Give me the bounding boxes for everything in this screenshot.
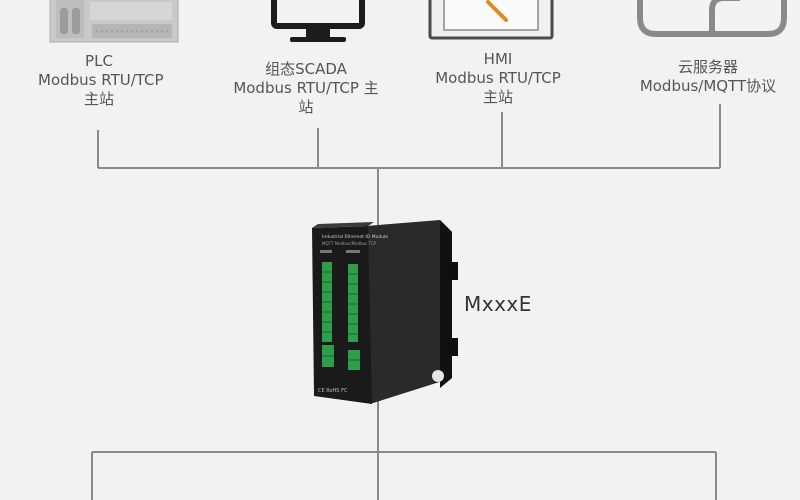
scada-label-line-2: Modbus RTU/TCP 主 bbox=[233, 79, 379, 97]
plc-label: PLC Modbus RTU/TCP 主站 bbox=[38, 52, 164, 109]
hmi-panel-icon bbox=[428, 0, 554, 40]
status-led bbox=[432, 370, 444, 382]
hmi-label: HMI Modbus RTU/TCP 主站 bbox=[424, 50, 572, 107]
plc-icon bbox=[49, 0, 179, 43]
cloud-label: 云服务器 Modbus/MQTT协议 bbox=[618, 58, 798, 96]
cloud-label-line-2: Modbus/MQTT协议 bbox=[639, 77, 777, 95]
hmi-label-line-2: Modbus RTU/TCP bbox=[435, 69, 561, 87]
computer-monitor-icon bbox=[271, 0, 365, 42]
io-module-device: Industrial Ethernet IO Module MQTT Modbu… bbox=[312, 220, 458, 404]
plc-label-line-1: PLC bbox=[85, 52, 113, 70]
device-label: MxxxE bbox=[464, 292, 532, 316]
scada-label: 组态SCADA Modbus RTU/TCP 主 站 bbox=[222, 60, 390, 117]
hmi-label-line-1: HMI bbox=[483, 50, 513, 68]
hmi-label-line-3: 主站 bbox=[482, 88, 513, 106]
lower-bus-lines bbox=[91, 395, 717, 500]
scada-label-line-3: 站 bbox=[298, 98, 314, 116]
plc-label-line-3: 主站 bbox=[83, 90, 114, 108]
panel-title: Industrial Ethernet IO Module bbox=[322, 234, 388, 240]
device-marking: CE RoHS FC bbox=[318, 388, 348, 394]
scada-label-line-1: 组态SCADA bbox=[265, 60, 347, 78]
plc-label-line-2: Modbus RTU/TCP bbox=[38, 71, 164, 89]
cloud-label-line-1: 云服务器 bbox=[677, 58, 738, 76]
panel-subtitle: MQTT Modbus/Modbus TCP bbox=[322, 241, 377, 246]
upper-bus-lines bbox=[97, 104, 721, 235]
cloud-server-icon bbox=[637, 0, 787, 37]
